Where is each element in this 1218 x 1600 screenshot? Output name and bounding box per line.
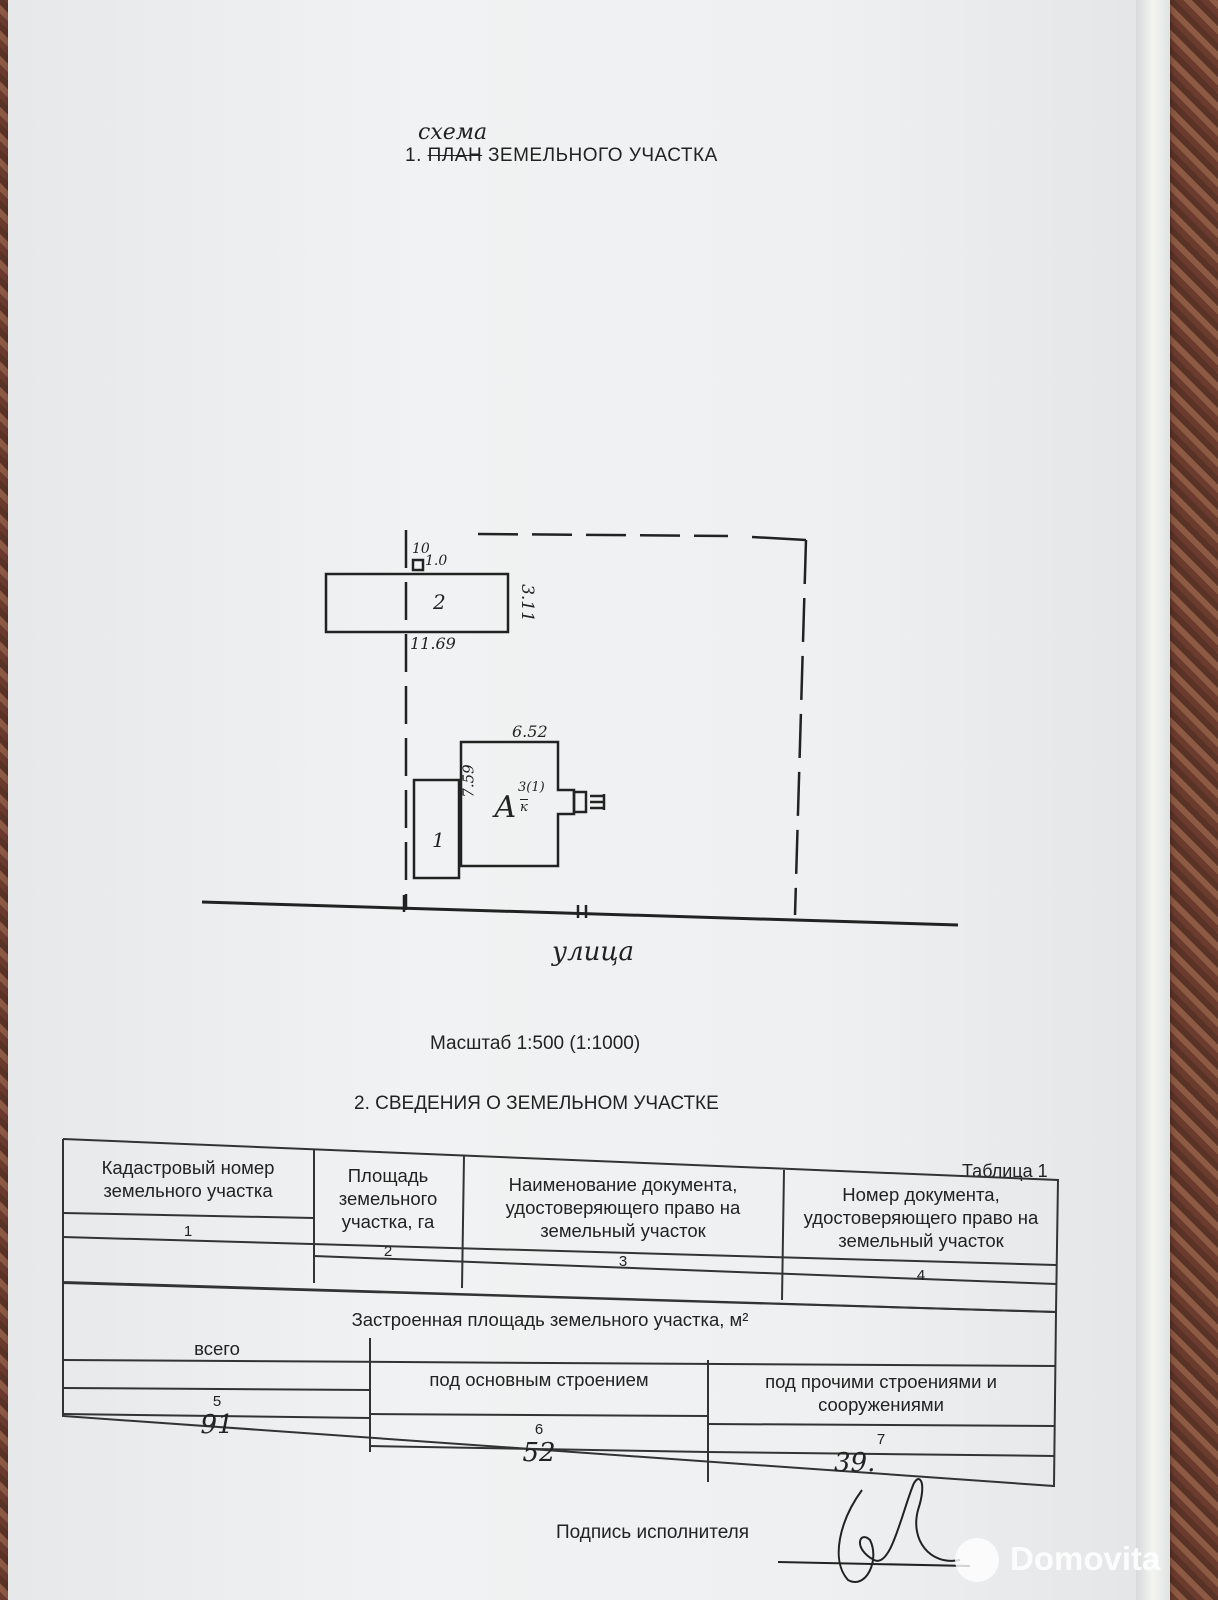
- table2-number-7: 7: [876, 1431, 886, 1448]
- table1-line-c: [313, 1255, 1057, 1285]
- table2-line-d: [707, 1423, 1056, 1427]
- dim-building2-length: 11.69: [410, 634, 456, 653]
- table2-number-5: 5: [212, 1393, 222, 1410]
- house-bottom-index: к: [520, 799, 528, 815]
- table2-value-main: 52: [522, 1438, 556, 1468]
- table1-line-a: [62, 1212, 315, 1219]
- section1-number: 1.: [405, 145, 422, 166]
- building-2-outline: [324, 572, 510, 634]
- table1-header-3: Наименование документа, удостоверяющего …: [505, 1174, 741, 1241]
- section1-struck-word: ПЛАН: [427, 145, 483, 166]
- small-marker-square: [411, 558, 425, 572]
- table2-title: Застроенная площадь земельного участка, …: [351, 1309, 749, 1330]
- dim-top-small-a: 10: [412, 541, 430, 557]
- table1-number-4: 4: [916, 1267, 926, 1284]
- dim-house-length: 6.52: [512, 722, 548, 741]
- dim-top-small-b: 1.0: [425, 553, 448, 569]
- plot-boundary-top: [477, 532, 729, 538]
- watermark-logo-icon: [955, 1538, 999, 1582]
- building-1-label: 1: [432, 828, 445, 852]
- table1-number-2: 2: [383, 1243, 393, 1260]
- plot-boundary-top-right: [751, 535, 807, 542]
- plot-boundary-right: [793, 539, 808, 916]
- document-page: [8, 0, 1168, 1600]
- table1-header-4: Номер документа, удостоверяющего право н…: [803, 1184, 1039, 1251]
- house-porch: [572, 790, 588, 814]
- house-letter: А: [494, 790, 517, 825]
- street-line: [201, 900, 959, 927]
- table2-border: [62, 1282, 1058, 1488]
- street-label: улица: [552, 937, 635, 967]
- table2-number-6: 6: [534, 1421, 544, 1438]
- table2-header-other: под прочими строениями и сооружениями: [765, 1371, 997, 1415]
- house-top-index: 3(1): [518, 780, 545, 795]
- table2-header-main: под основным строением: [429, 1369, 649, 1390]
- handwritten-correction: схема: [418, 120, 488, 145]
- table1-number-1: 1: [183, 1223, 193, 1240]
- section1-heading: 1. ПЛАН ЗЕМЕЛЬНОГО УЧАСТКА: [405, 145, 718, 167]
- page-edge: [1136, 0, 1170, 1600]
- table2-value-total: 91: [200, 1410, 234, 1440]
- table2-line-g: [369, 1445, 709, 1453]
- watermark: Domovita: [1010, 1540, 1161, 1577]
- table2-line-c: [369, 1413, 709, 1417]
- table2-value-other: 39.: [834, 1448, 876, 1478]
- signature-label: Подпись исполнителя: [556, 1522, 750, 1543]
- scale-text: Масштаб 1:500 (1:1000): [430, 1033, 641, 1054]
- building-2-label: 2: [433, 590, 446, 614]
- table2-line-b: [62, 1387, 371, 1391]
- table1-header-1: Кадастровый номер земельного участка: [101, 1157, 275, 1201]
- table2-line-e: [707, 1451, 1056, 1457]
- table1-col-3: [781, 1169, 785, 1301]
- table1-header-2: Площадь земельного участка, га: [338, 1165, 438, 1232]
- table1-col-2: [461, 1155, 465, 1289]
- table2-line-a: [62, 1359, 1057, 1367]
- table2-header-total: всего: [194, 1338, 240, 1359]
- table2-line-f: [62, 1413, 371, 1419]
- table1-line-b: [62, 1236, 1057, 1266]
- section1-title: ЗЕМЕЛЬНОГО УЧАСТКА: [487, 145, 718, 166]
- section2-heading: 2. СВЕДЕНИЯ О ЗЕМЕЛЬНОМ УЧАСТКЕ: [354, 1093, 719, 1114]
- building-1-outline: [412, 778, 461, 880]
- table1-number-3: 3: [618, 1253, 628, 1270]
